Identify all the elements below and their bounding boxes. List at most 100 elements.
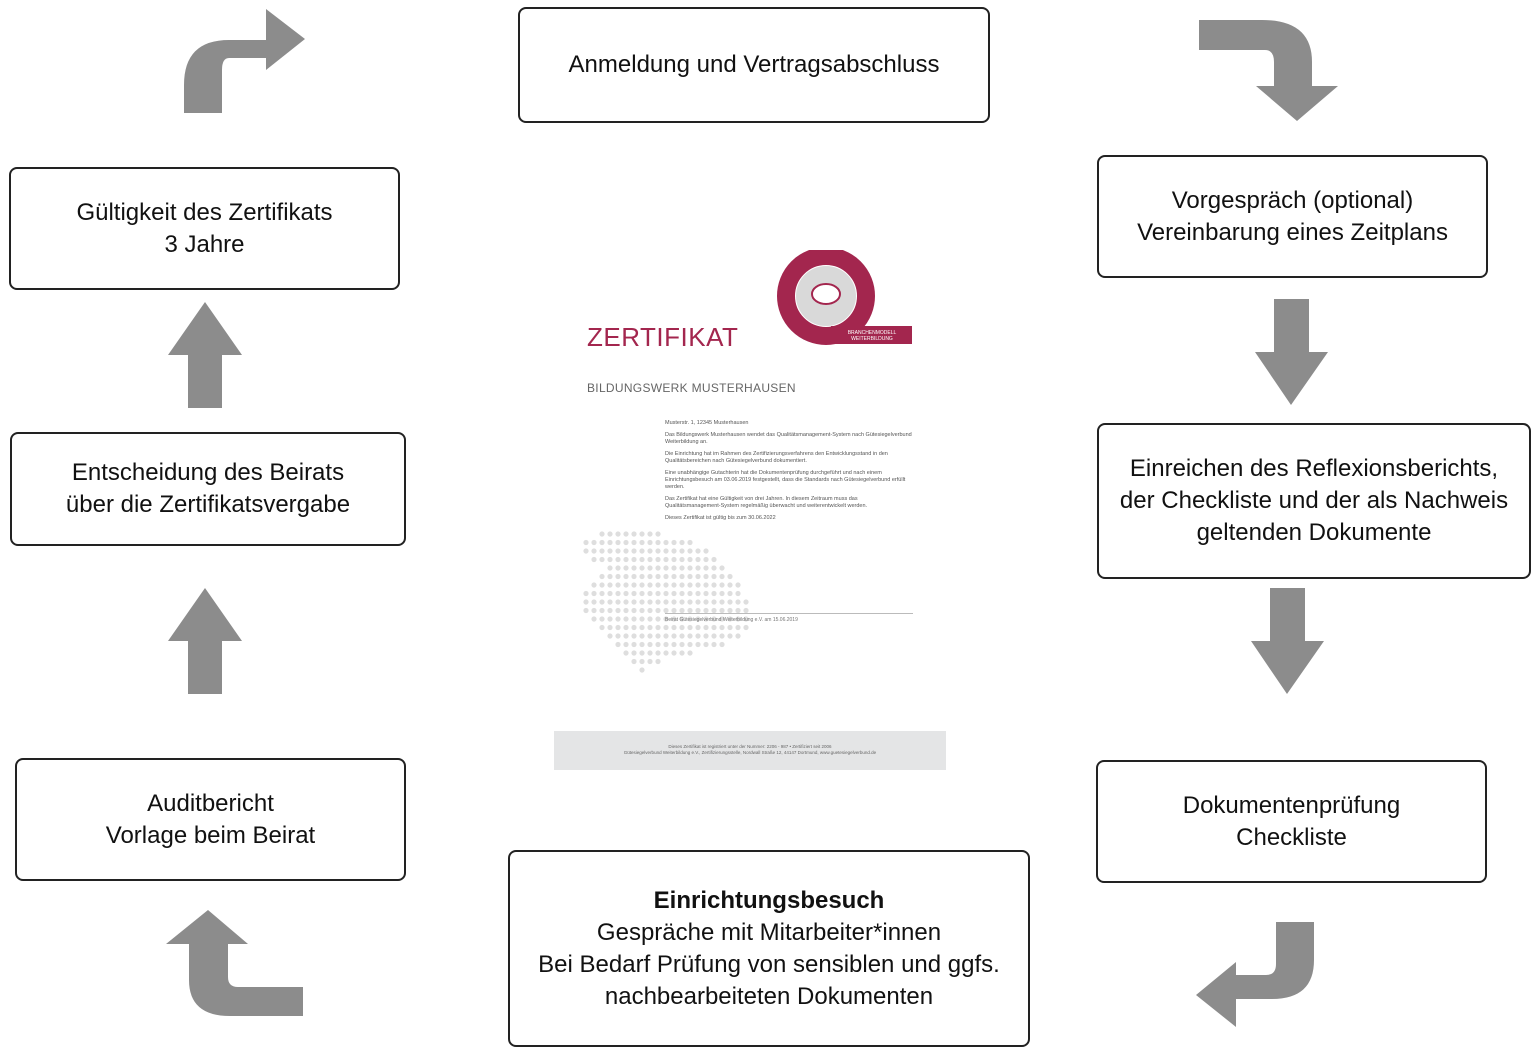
map-dot xyxy=(687,616,693,622)
map-dot xyxy=(719,624,725,631)
map-dot xyxy=(727,590,733,597)
map-dot xyxy=(687,565,693,571)
map-dot xyxy=(607,633,613,639)
map-dot xyxy=(679,582,685,588)
map-dot xyxy=(679,650,685,656)
map-dot xyxy=(615,565,621,571)
step-einrichtungsbesuch: Einrichtungsbesuch Gespräche mit Mitarbe… xyxy=(508,850,1030,1047)
map-dot xyxy=(615,582,621,588)
map-dot xyxy=(695,590,701,597)
map-dot xyxy=(631,573,637,580)
map-dot xyxy=(599,573,605,580)
map-dot xyxy=(639,582,645,588)
map-dot xyxy=(735,616,741,622)
map-dot xyxy=(671,556,677,563)
map-dot xyxy=(583,590,589,597)
map-dot xyxy=(711,641,717,648)
map-dot xyxy=(687,633,693,639)
map-dot xyxy=(607,607,613,614)
map-dot xyxy=(647,556,653,563)
map-dot xyxy=(615,573,621,580)
map-dot xyxy=(695,641,701,648)
map-dot xyxy=(663,548,669,554)
map-dot xyxy=(591,616,597,622)
map-dot xyxy=(655,590,661,597)
map-dot xyxy=(591,582,597,588)
map-dot xyxy=(631,624,637,631)
map-dot xyxy=(671,590,677,597)
map-dot xyxy=(711,573,717,580)
map-dot xyxy=(615,556,621,563)
map-dot xyxy=(663,556,669,563)
map-dot xyxy=(655,641,661,648)
map-dot xyxy=(607,531,613,537)
map-dot xyxy=(607,565,613,571)
map-dot xyxy=(639,616,645,622)
step-vorgespraech-line1: Vorgespräch (optional) xyxy=(1171,186,1414,214)
map-dot xyxy=(615,616,621,622)
map-dot xyxy=(719,565,725,571)
map-dot xyxy=(639,548,645,554)
map-dot xyxy=(623,556,629,563)
map-dot xyxy=(735,590,741,597)
map-dot xyxy=(607,616,613,622)
map-dot xyxy=(639,633,645,639)
map-dot xyxy=(711,582,717,588)
map-dot xyxy=(679,556,685,563)
map-dot xyxy=(631,531,637,537)
map-dot xyxy=(607,599,613,605)
map-dot xyxy=(647,539,653,546)
map-dot xyxy=(727,624,733,631)
step-gueltigkeit-line2: 3 Jahre xyxy=(164,230,245,258)
step-einrichtungsbesuch-line3: nachbearbeiteten Dokumenten xyxy=(604,982,934,1010)
map-dot xyxy=(703,599,709,605)
map-dot xyxy=(687,573,693,580)
map-dot xyxy=(655,582,661,588)
map-dot xyxy=(615,539,621,546)
map-dot xyxy=(663,565,669,571)
certificate-paragraph: Dieses Zertifikat ist gültig bis zum 30.… xyxy=(665,515,776,521)
map-dot xyxy=(639,590,645,597)
map-dot xyxy=(735,624,741,631)
map-dot xyxy=(631,650,637,656)
certificate-footer-line1: Dieses Zertifikat ist registriert unter … xyxy=(668,744,832,749)
certificate-organization: BILDUNGSWERK MUSTERHAUSEN xyxy=(587,381,796,395)
map-dot xyxy=(655,616,661,622)
map-dot xyxy=(599,531,605,537)
certificate-footer-line2: Gütesiegelverbund Weiterbildung e.V., Ze… xyxy=(623,750,877,755)
map-dot xyxy=(727,607,733,614)
map-dot xyxy=(687,599,693,605)
step-gueltigkeit-line1: Gültigkeit des Zertifikats xyxy=(76,198,333,226)
logo-text-2: WEITERBILDUNG xyxy=(851,336,893,342)
map-dot xyxy=(583,607,589,614)
map-dot xyxy=(615,590,621,597)
step-dokumentenpruefung-line1: Dokumentenprüfung xyxy=(1182,791,1401,819)
map-dot xyxy=(679,641,685,648)
certificate-footer: Dieses Zertifikat ist registriert unter … xyxy=(554,731,946,770)
map-dot xyxy=(727,633,733,639)
map-dot xyxy=(647,650,653,656)
map-dot xyxy=(639,539,645,546)
map-dot xyxy=(647,633,653,639)
certificate-body: Musterstr. 1, 12345 Musterhausen Das Bil… xyxy=(665,420,913,527)
map-dot xyxy=(655,548,661,554)
certificate-address: Musterstr. 1, 12345 Musterhausen xyxy=(665,420,749,426)
map-dot xyxy=(631,607,637,614)
map-dot xyxy=(719,641,725,648)
map-dot xyxy=(599,539,605,546)
map-dot xyxy=(631,539,637,546)
map-dot xyxy=(623,650,629,656)
map-dot xyxy=(647,582,653,588)
map-dot xyxy=(655,565,661,571)
map-dot xyxy=(631,565,637,571)
map-dot xyxy=(663,573,669,580)
map-dot xyxy=(743,624,749,631)
certificate-title: ZERTIFIKAT xyxy=(587,322,739,352)
map-dot xyxy=(599,582,605,588)
map-dot xyxy=(655,599,661,605)
map-dot xyxy=(695,582,701,588)
map-dot xyxy=(647,607,653,614)
map-dot xyxy=(687,539,693,546)
